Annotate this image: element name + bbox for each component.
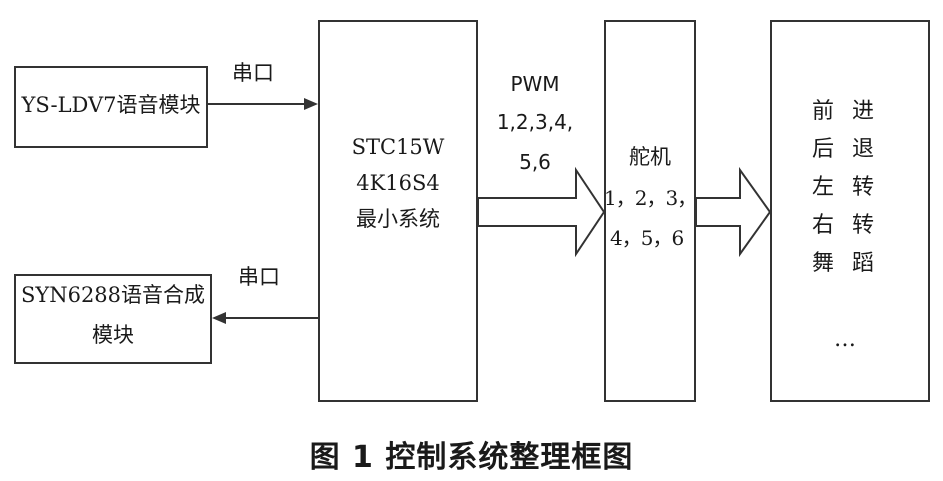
servo-label-line2: 1，2，3， (604, 186, 697, 210)
action-char: 蹈 (852, 251, 875, 276)
action-char: 退 (852, 137, 875, 162)
action-char: 前 (812, 99, 835, 124)
pwm-label-line2: 1,2,3,4, (496, 110, 574, 134)
actions-column-right: 进 退 转 转 蹈 (852, 98, 882, 288)
serial-out-label: 串口 (238, 265, 280, 289)
servo-label-line3: 4，5，6 (610, 226, 684, 250)
servo-action-block-arrow (695, 166, 772, 258)
synthesis-module-label-line1: SYN6288语音合成 (20, 283, 206, 307)
action-char: 左 (812, 175, 835, 200)
actions-ellipsis: … (834, 327, 856, 352)
action-char: 后 (812, 137, 835, 162)
mcu-label-line1: STC15W (351, 135, 445, 159)
action-char: 转 (852, 175, 875, 200)
voice-module-block: YS-LDV7语音模块 (14, 66, 208, 148)
action-char: 右 (812, 213, 835, 238)
voice-module-label: YS-LDV7语音模块 (21, 93, 201, 117)
action-char: 舞 (812, 251, 835, 276)
mcu-block: STC15W 4K16S4 最小系统 (318, 20, 478, 402)
mcu-label-line2: 4K16S4 (356, 171, 440, 195)
actions-column-left: 前 后 左 右 舞 (812, 98, 842, 288)
servo-block: 舵机 1，2，3， 4，5，6 (604, 20, 697, 402)
serial-in-label: 串口 (232, 61, 274, 85)
synthesis-module-block: SYN6288语音合成 模块 (14, 274, 212, 364)
serial-out-arrowhead (212, 312, 226, 324)
servo-label-line1: 舵机 (629, 145, 671, 169)
pwm-label-line3: 5,6 (519, 150, 551, 174)
figure-caption: 图 1 控制系统整理框图 (309, 440, 634, 475)
action-char: 转 (852, 213, 875, 238)
mcu-label-line3: 最小系统 (356, 207, 440, 231)
serial-in-arrowhead (304, 98, 318, 110)
pwm-block-arrow (477, 166, 606, 258)
synthesis-module-label-line2: 模块 (92, 323, 134, 347)
action-char: 进 (852, 99, 875, 124)
actions-block: 前 后 左 右 舞 进 退 转 转 蹈 … (770, 20, 930, 402)
pwm-label-line1: PWM (510, 72, 560, 96)
